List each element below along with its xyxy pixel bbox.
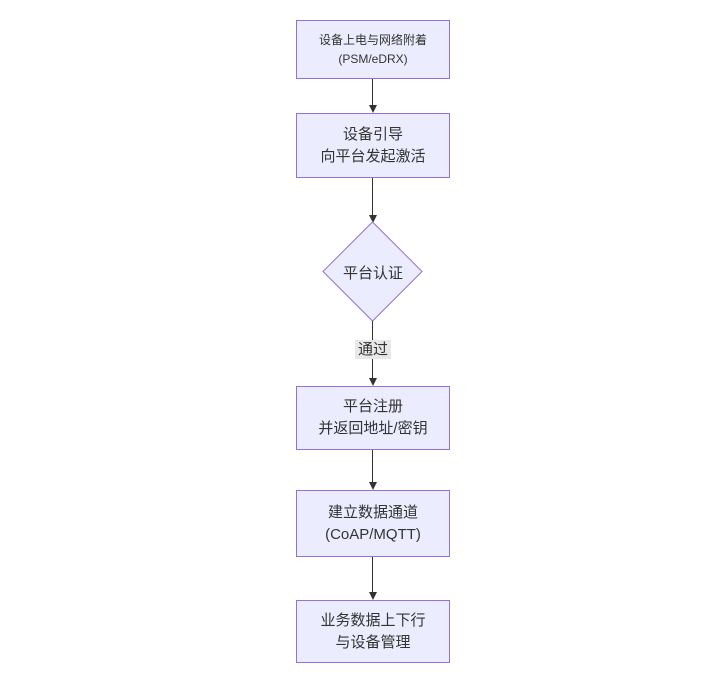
node-platform-register: 平台注册 并返回地址/密钥 xyxy=(296,386,450,450)
edge-n1-n2 xyxy=(368,79,377,113)
node-power-on-network-attach: 设备上电与网络附着 (PSM/eDRX) xyxy=(296,20,450,79)
arrowhead-icon xyxy=(368,592,377,600)
edge-line xyxy=(372,178,373,215)
edge-n5-n6 xyxy=(368,557,377,600)
edge-label-pass: 通过 xyxy=(354,340,392,359)
node-text-line: 与设备管理 xyxy=(335,633,411,651)
node-data-channel: 建立数据通道 (CoAP/MQTT) xyxy=(296,490,450,557)
node-text-line: 并返回地址/密钥 xyxy=(318,420,428,437)
node-device-bootstrap: 设备引导 向平台发起激活 xyxy=(296,113,450,178)
node-text-line: 平台认证 xyxy=(342,264,403,282)
arrowhead-icon xyxy=(368,378,377,386)
node-business-data-management: 业务数据上下行 与设备管理 xyxy=(296,600,450,663)
arrowhead-icon xyxy=(368,215,377,223)
node-text-line: 设备引导 xyxy=(342,125,403,143)
node-text-line: (CoAP/MQTT) xyxy=(325,525,421,543)
arrowhead-icon xyxy=(368,105,377,113)
node-text-line: 建立数据通道 xyxy=(327,503,418,521)
node-text-line: 业务数据上下行 xyxy=(320,611,426,629)
node-platform-auth-decision: 平台认证 xyxy=(322,221,424,323)
edge-line xyxy=(372,450,373,482)
node-text-line: 平台注册 xyxy=(342,398,403,415)
edge-line xyxy=(372,557,373,592)
arrowhead-icon xyxy=(368,482,377,490)
node-text-line: 设备上电与网络附着 xyxy=(318,32,427,47)
edge-n2-n3 xyxy=(368,178,377,223)
node-text-line: (PSM/eDRX) xyxy=(338,51,408,66)
node-text-line: 向平台发起激活 xyxy=(320,147,426,165)
edge-line xyxy=(372,79,373,105)
edge-n4-n5 xyxy=(368,450,377,490)
